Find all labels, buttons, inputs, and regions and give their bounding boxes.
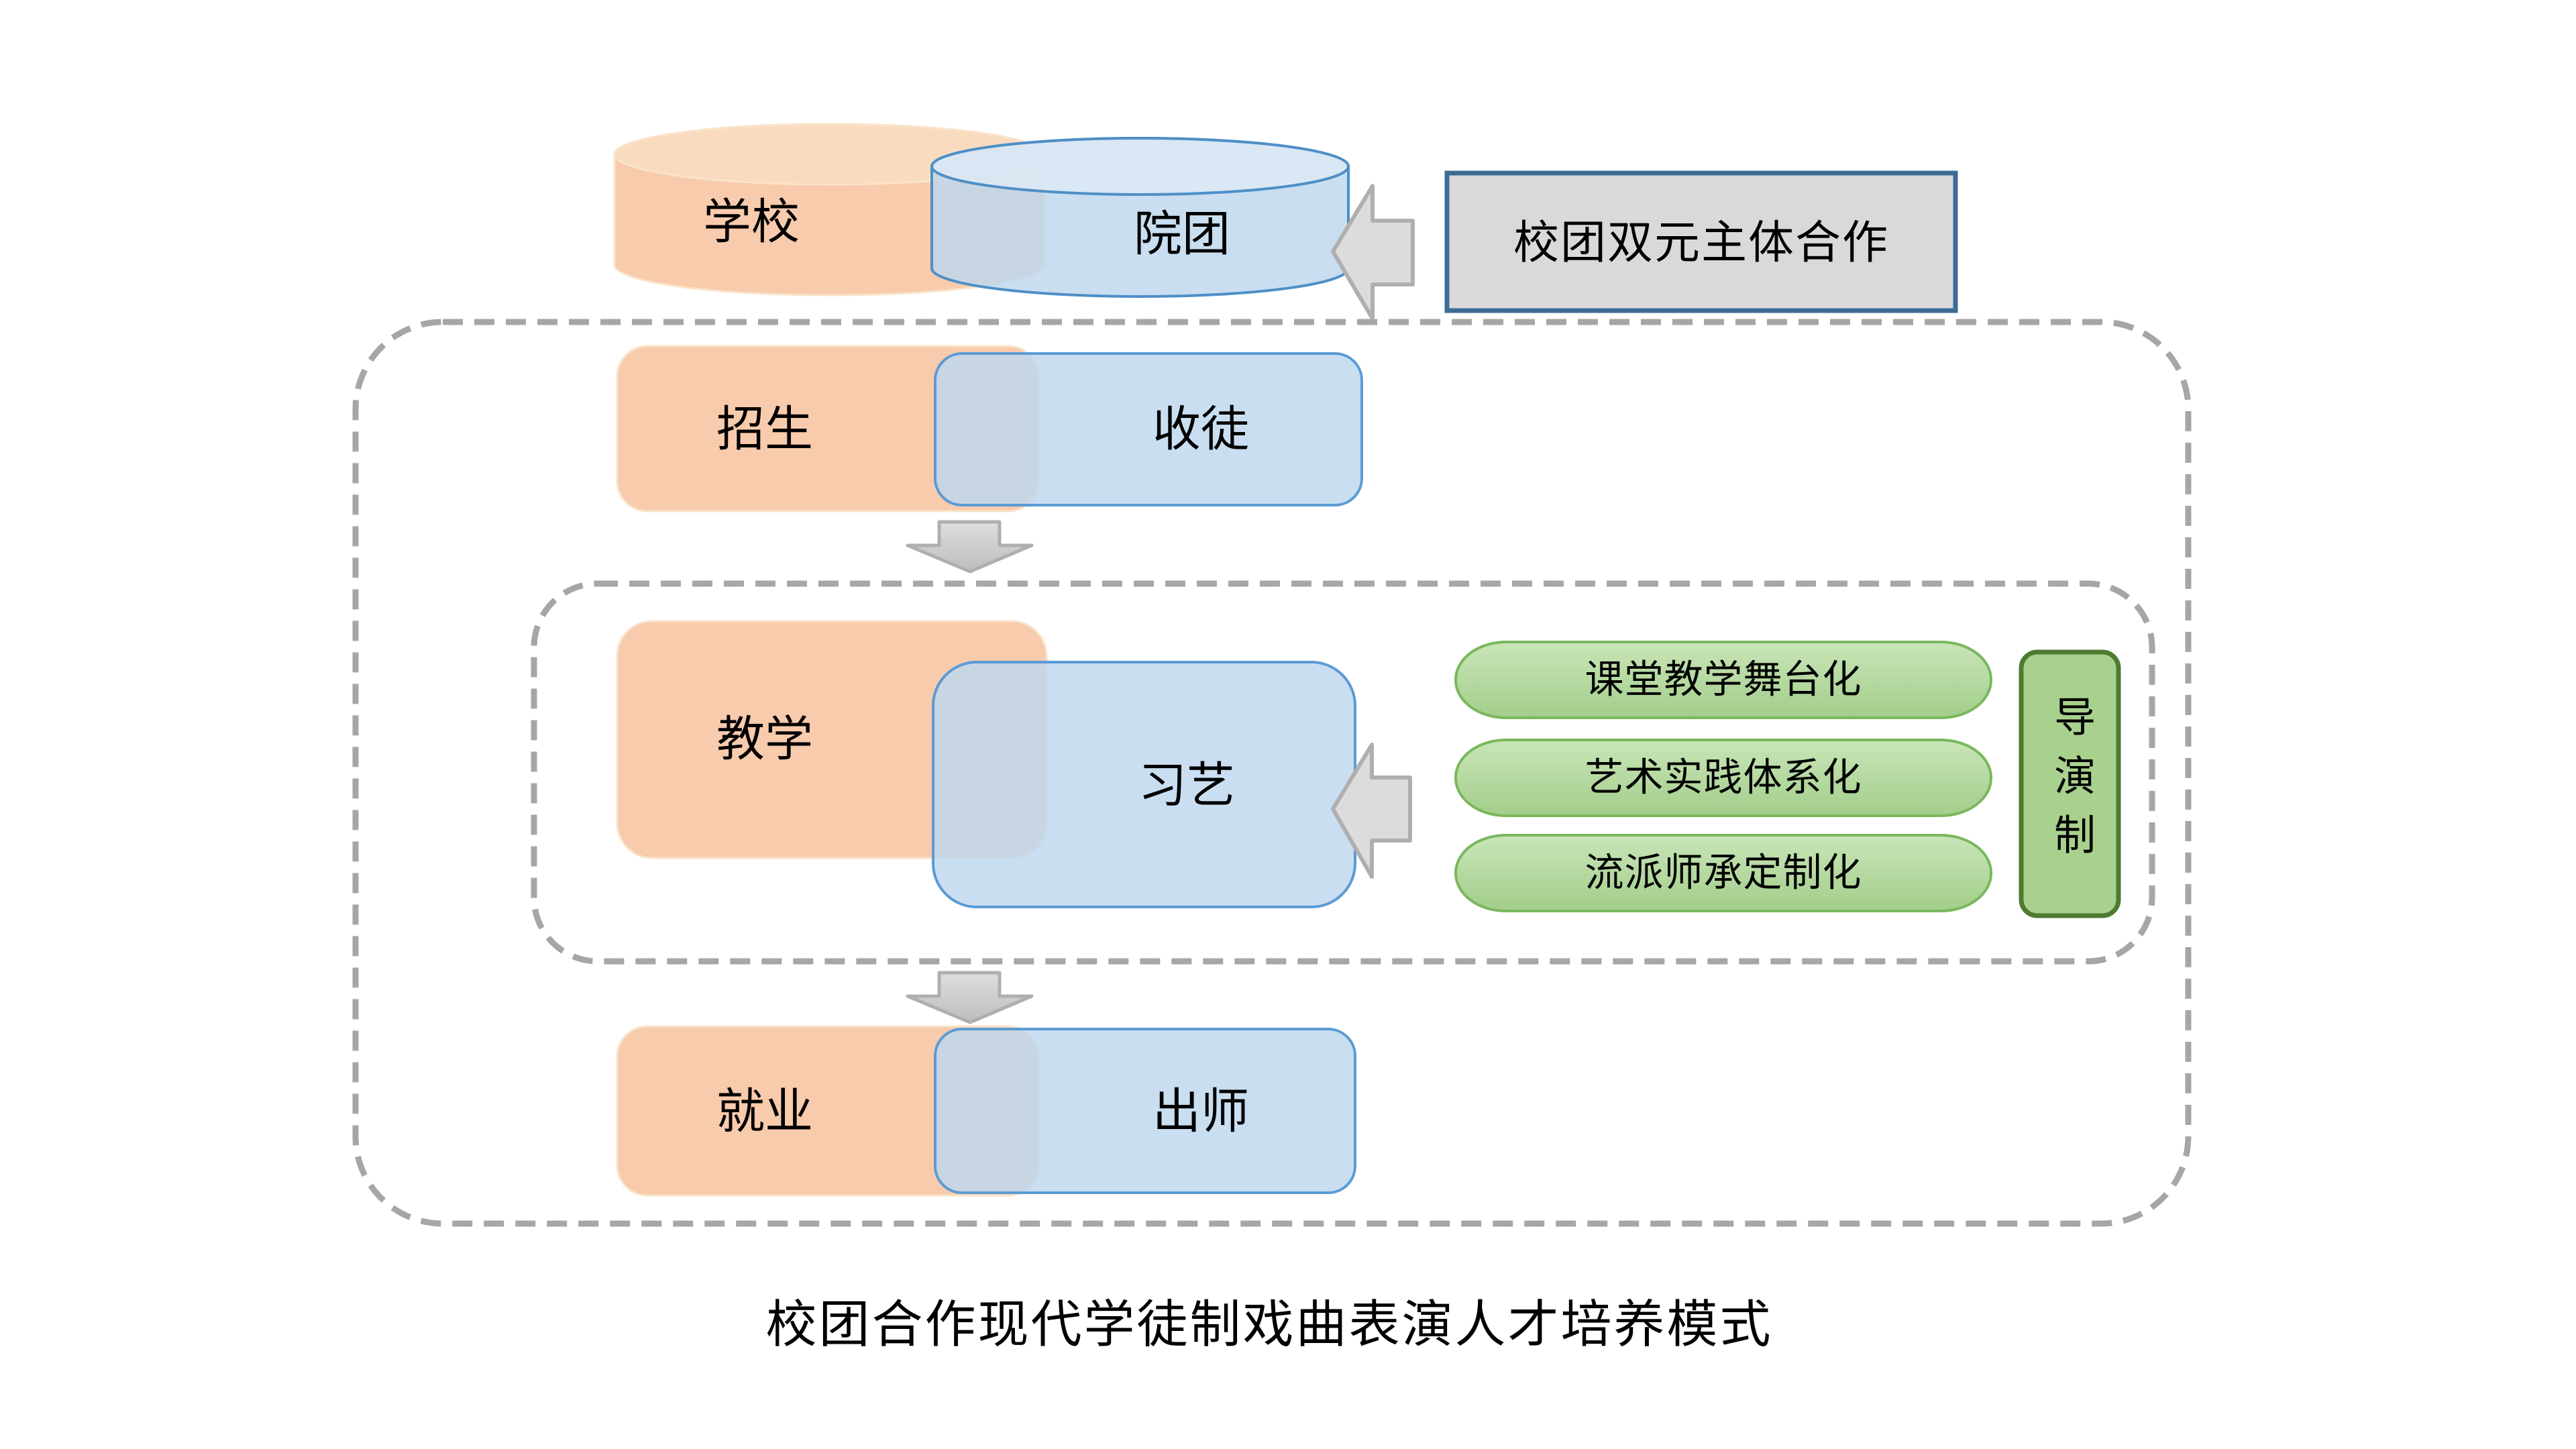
strategy-pills (1454, 641, 1992, 912)
employment-troupe-label: 出师 (1152, 1085, 1250, 1139)
inner-dashed-frame (531, 580, 2155, 965)
strategy-pill-label-1: 课堂教学舞台化 (1585, 657, 1862, 702)
cooperation-box-label: 校团双元主体合作 (1513, 217, 1890, 268)
down-arrow-1-icon (906, 520, 1034, 574)
troupe-cylinder (930, 137, 1350, 298)
teaching-troupe-label: 习艺 (1138, 759, 1236, 813)
strategy-pill-label-2: 艺术实践体系化 (1585, 755, 1862, 800)
row-enrollment (616, 345, 1363, 513)
school-cylinder-label: 学校 (702, 195, 800, 250)
cooperation-box (1444, 170, 1958, 313)
enrollment-troupe-label: 收徒 (1152, 402, 1250, 457)
employment-school-label: 就业 (716, 1085, 814, 1139)
director-system-box (2019, 649, 2121, 918)
diagram-caption: 校团合作现代学徒制戏曲表演人才培养模式 (765, 1296, 1773, 1354)
row-teaching (616, 620, 1356, 908)
down-arrow-2-icon (906, 971, 1034, 1024)
cooperation-left-arrow-icon (1331, 184, 1415, 321)
director-system-label: 导演制 (2047, 695, 2094, 872)
strategy-pill-label-3: 流派师承定制化 (1585, 851, 1862, 895)
troupe-cylinder-label: 院团 (1133, 207, 1231, 262)
row-employment (616, 1025, 1356, 1197)
enrollment-school-label: 招生 (716, 402, 814, 457)
strategies-left-arrow-icon (1331, 743, 1412, 879)
outer-dashed-frame (352, 319, 2192, 1227)
teaching-school-label: 教学 (716, 712, 814, 767)
